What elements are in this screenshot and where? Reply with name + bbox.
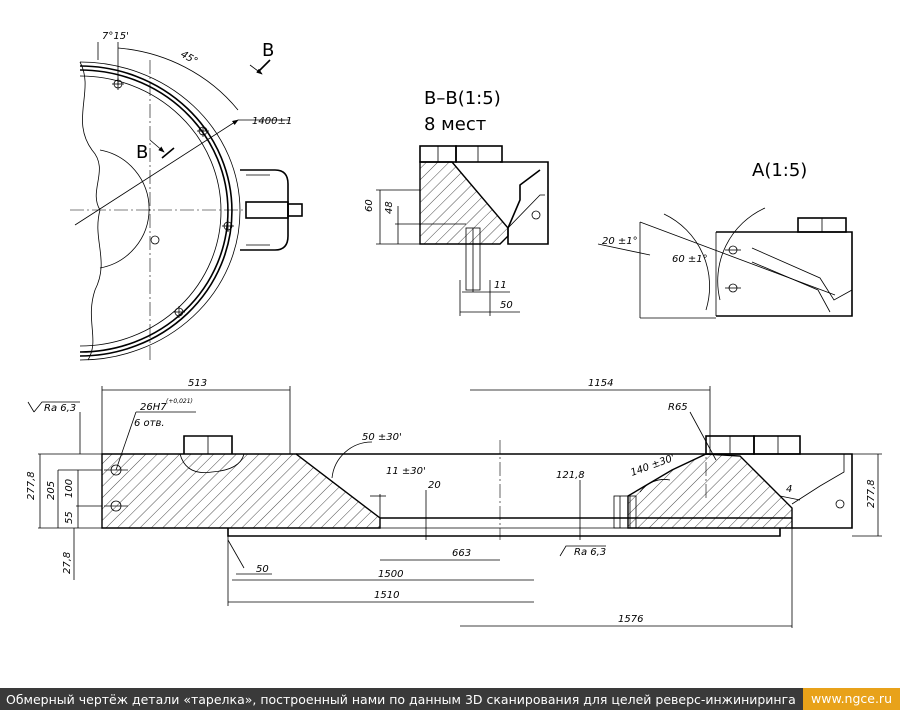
dim-detail-20: 20 ±1°: [602, 236, 638, 247]
dim-section-60: 60: [364, 199, 375, 212]
dim-4: 4: [786, 484, 792, 495]
ra-left: Ra 6,3: [44, 403, 76, 414]
ra-bottom: Ra 6,3: [574, 547, 606, 558]
section-marker-lower: В: [136, 142, 148, 163]
dim-205: 205: [46, 481, 57, 500]
main-section-view: 277,8 205 100 55 27,8 513 1154 Ra 6,3 26…: [26, 378, 882, 628]
section-view: В–В(1:5) 8 мест 60 48 11 50: [364, 88, 549, 316]
bolt-hole: [197, 125, 209, 137]
dim-513: 513: [188, 378, 207, 389]
dim-diameter-1400: 1400±1: [252, 116, 292, 127]
dim-663: 663: [452, 548, 471, 559]
dim-27-8: 27,8: [62, 552, 73, 574]
detail-view: А(1:5) 20 ±1° 60 ±1°: [597, 160, 853, 319]
section-marker-upper: В: [262, 40, 274, 61]
hole-fit: 26H7: [140, 402, 167, 413]
dim-section-50: 50: [500, 300, 513, 311]
dim-277-right: 277,8: [866, 479, 877, 508]
section-title: В–В(1:5): [424, 88, 501, 109]
dim-55: 55: [64, 511, 75, 524]
bolt-hole: [222, 220, 234, 232]
main-section-right-body: [627, 453, 793, 529]
dim-angle-45: 45°: [179, 49, 200, 67]
dim-1500: 1500: [378, 569, 403, 580]
site-link[interactable]: www.ngce.ru: [803, 688, 900, 710]
dim-section-11: 11: [494, 280, 507, 291]
detail-title: А(1:5): [752, 160, 807, 181]
hole-tolerance: (+0,021): [166, 398, 193, 405]
dim-1510: 1510: [374, 590, 399, 601]
dim-121-8: 121,8: [556, 470, 585, 481]
dim-detail-60: 60 ±1°: [672, 254, 708, 265]
section-subtitle: 8 мест: [424, 114, 486, 135]
plan-view: В В 7°15' 45° 1400±1: [70, 31, 303, 361]
hole-count: 6 отв.: [134, 418, 165, 429]
dim-angle-7-15: 7°15': [102, 31, 129, 42]
dim-100: 100: [64, 479, 75, 498]
dim-1576: 1576: [618, 614, 643, 625]
bolt-hole: [112, 78, 124, 90]
technical-drawing: В В 7°15' 45° 1400±1 В–В(1:5) 8 мест 60 …: [26, 31, 882, 628]
dim-20: 20: [428, 480, 441, 491]
dim-50-bottom: 50: [256, 564, 269, 575]
section-body: [419, 161, 509, 245]
caption-text: Обмерный чертёж детали «тарелка», постро…: [6, 691, 796, 707]
dim-angle-11: 11 ±30': [386, 466, 426, 477]
dim-1154: 1154: [588, 378, 613, 389]
bolt-hole: [173, 306, 185, 318]
dim-angle-50: 50 ±30': [362, 432, 402, 443]
dim-section-48: 48: [384, 201, 395, 214]
bolt-hole: [150, 235, 160, 245]
dim-277-left: 277,8: [26, 471, 37, 500]
dim-r65: R65: [668, 402, 688, 413]
main-section-left-body: [101, 453, 381, 529]
caption-bar: Обмерный чертёж детали «тарелка», постро…: [0, 688, 900, 710]
